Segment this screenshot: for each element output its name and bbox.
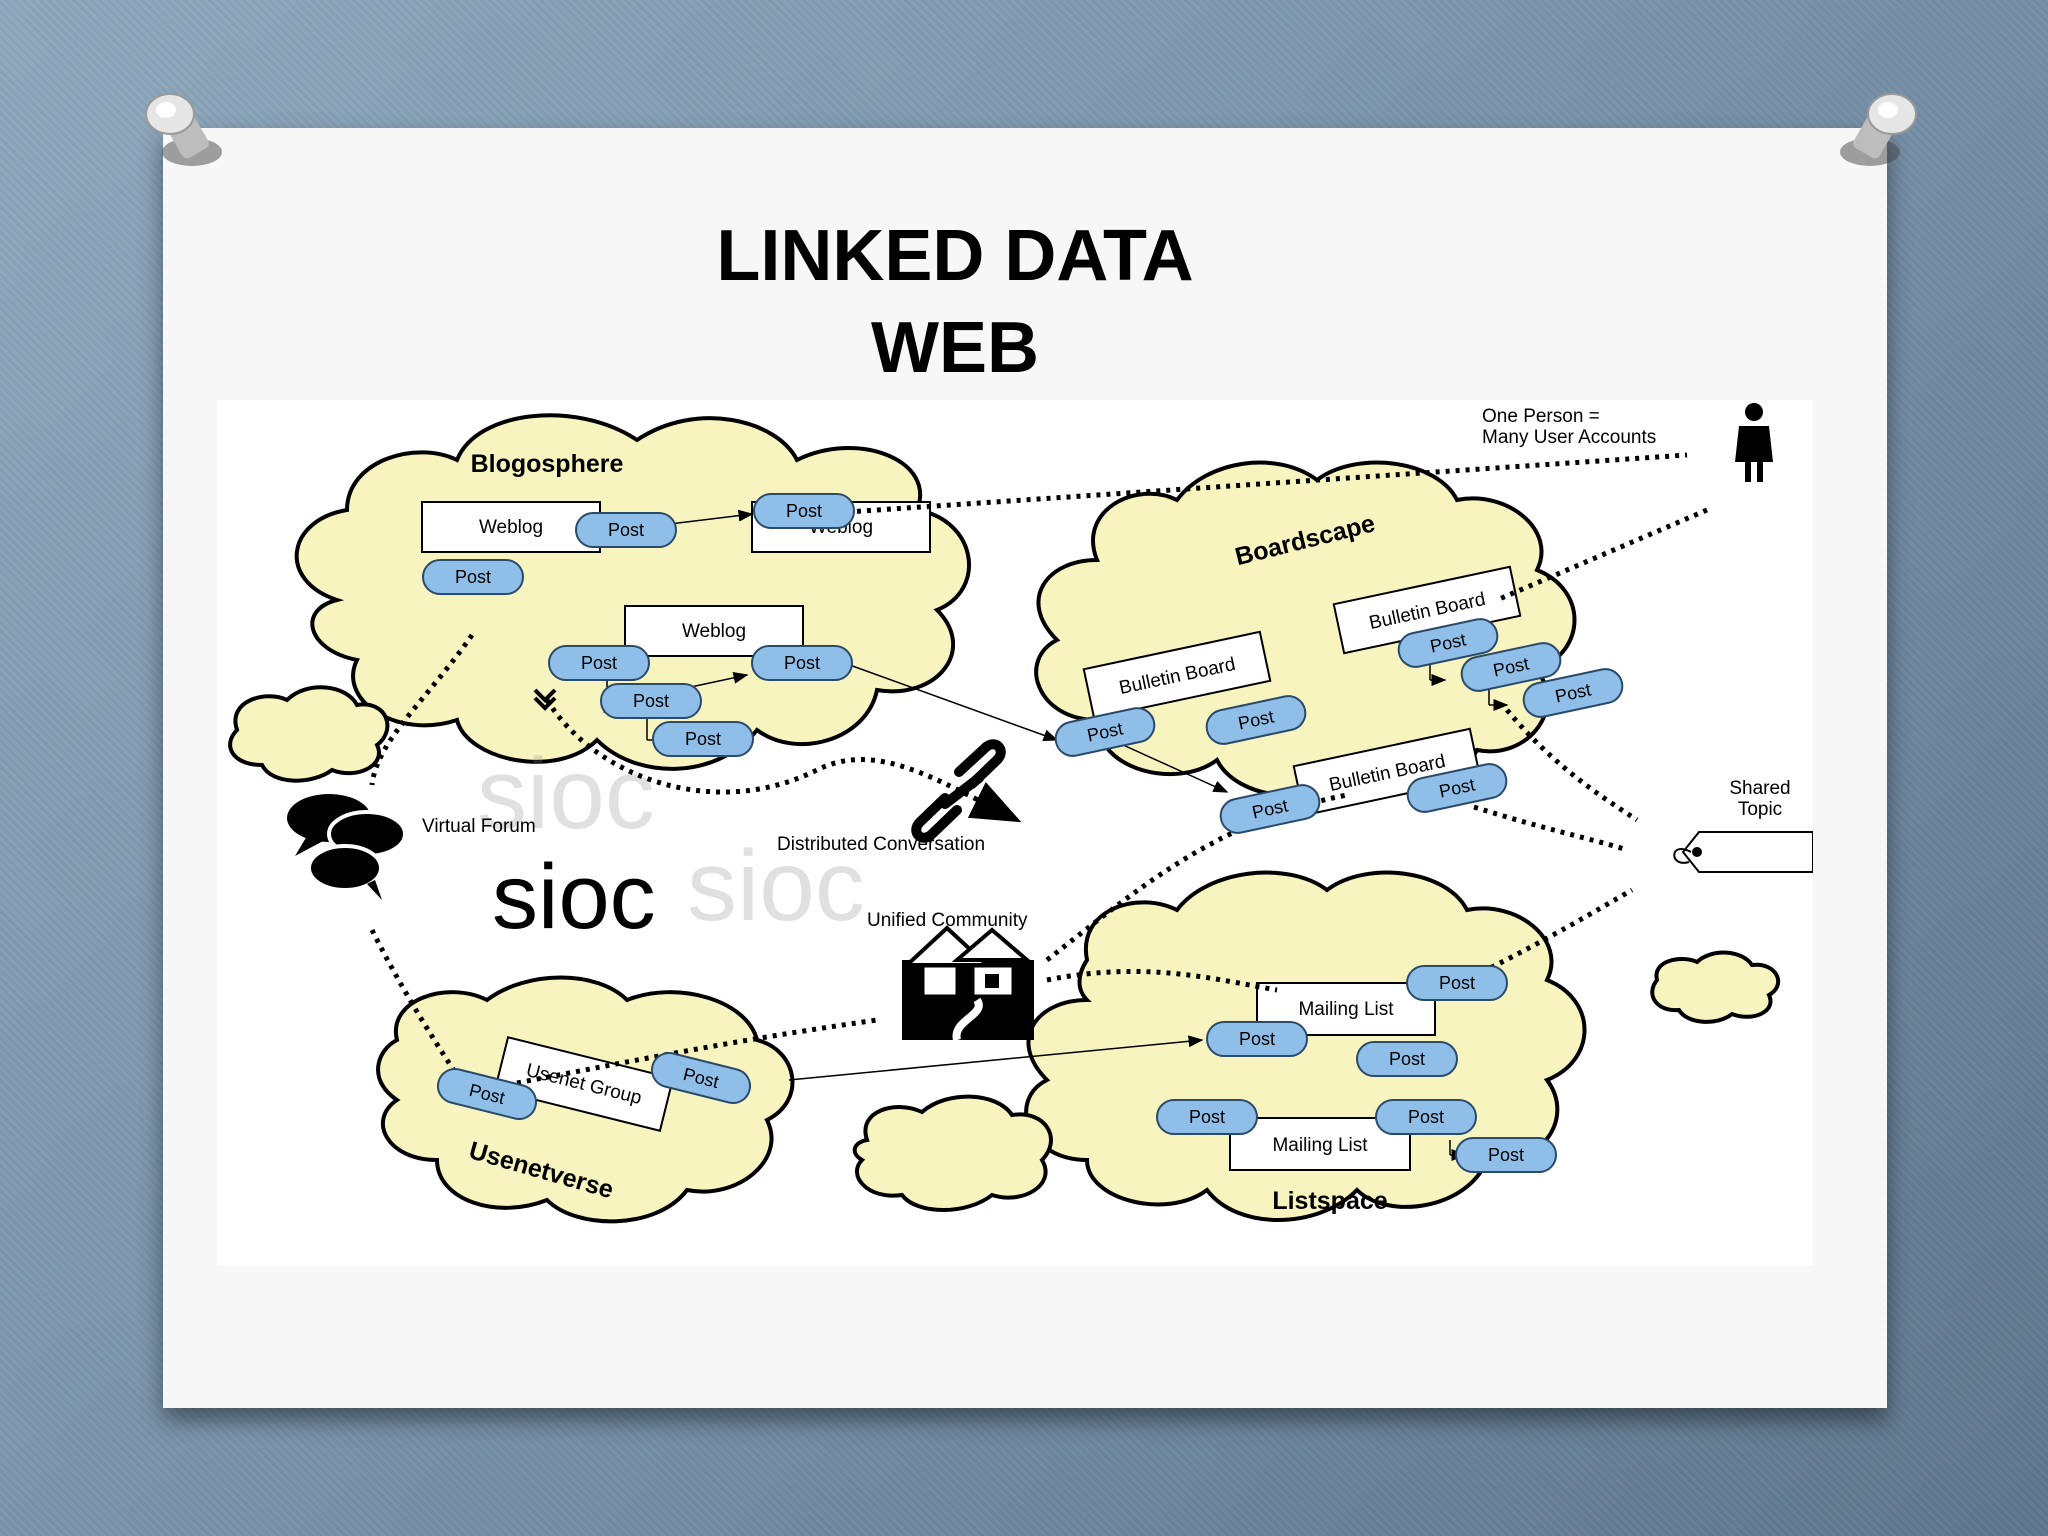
- post-list-4: Post: [1156, 1099, 1258, 1135]
- chat-bubbles-icon: [287, 794, 407, 900]
- listspace-label: Listspace: [1272, 1187, 1387, 1215]
- chain-link-icon: [911, 739, 1006, 843]
- weblog-box-3-label: Weblog: [682, 621, 746, 642]
- weblog-box-1-label: Weblog: [479, 517, 543, 538]
- post-list-3-label: Post: [1389, 1049, 1425, 1069]
- sioc-diagram: Blogosphere Boardscape Usenetverse Lists…: [217, 400, 1814, 1266]
- person-note-line-2: Many User Accounts: [1482, 427, 1656, 448]
- mailing-list-box-2: Mailing List: [1229, 1117, 1411, 1171]
- post-board-7: Post: [1406, 763, 1508, 813]
- post-board-6: Post: [1219, 784, 1321, 834]
- post-list-3: Post: [1356, 1041, 1458, 1077]
- post-list-6-label: Post: [1488, 1145, 1524, 1165]
- mailing-list-box-1-label: Mailing List: [1298, 999, 1394, 1020]
- small-cloud-left: [228, 685, 390, 783]
- post-list-5: Post: [1375, 1099, 1477, 1135]
- post-blog-2-label: Post: [786, 501, 822, 521]
- dotted-connections: [369, 452, 1708, 1086]
- diagram-canvas: Blogosphere Boardscape Usenetverse Lists…: [228, 403, 1814, 1224]
- small-cloud-right: [1650, 950, 1781, 1024]
- weblog-box-1: Weblog: [421, 501, 601, 553]
- sioc-faded-text-1: sioc: [477, 738, 655, 850]
- post-blog-3: Post: [422, 559, 524, 595]
- person-icon: [1735, 403, 1773, 482]
- pushpin-left: [145, 93, 222, 166]
- dotted-usenet-community: [516, 1017, 878, 1086]
- post-blog-5: Post: [751, 645, 853, 681]
- post-list-4-label: Post: [1189, 1107, 1225, 1127]
- post-list-2-label: Post: [1239, 1029, 1275, 1049]
- post-list-1: Post: [1406, 965, 1508, 1001]
- houses-icon: [901, 925, 1034, 1041]
- blogosphere-label: Blogosphere: [471, 450, 624, 478]
- post-blog-1-label: Post: [608, 520, 644, 540]
- post-blog-5-label: Post: [784, 653, 820, 673]
- post-usenet-2: Post: [650, 1052, 752, 1104]
- shared-topic-line-2: Topic: [1738, 799, 1782, 820]
- post-blog-4-label: Post: [581, 653, 617, 673]
- post-list-6: Post: [1455, 1137, 1557, 1173]
- bulletin-board-box-1: Bulletin Board: [1082, 630, 1272, 720]
- title-line-1: LINKED DATA: [716, 216, 1194, 296]
- posts: Post Post Post Post Post Post Post Post …: [422, 493, 1624, 1173]
- dotted-board-topic: [1505, 708, 1639, 823]
- post-board-3: Post: [1397, 618, 1499, 668]
- shared-topic-line-1: Shared: [1729, 778, 1790, 799]
- post-board-4: Post: [1460, 642, 1562, 692]
- title-line-2: WEB: [871, 308, 1039, 388]
- post-blog-2: Post: [753, 493, 855, 529]
- bulletin-board-box-3: Bulletin Board: [1292, 727, 1482, 817]
- post-board-1: Post: [1054, 707, 1156, 757]
- post-board-5: Post: [1522, 668, 1624, 718]
- post-blog-4: Post: [548, 645, 650, 681]
- unified-community-label: Unified Community: [867, 910, 1028, 931]
- dotted-board-topic-2: [1473, 804, 1628, 853]
- pushpin-right: [1840, 93, 1917, 166]
- post-blog-7-label: Post: [685, 729, 721, 749]
- weblog-box-3: Weblog: [624, 605, 804, 657]
- dotted-community-list: [1046, 968, 1278, 993]
- tag-icon: [1673, 831, 1814, 873]
- dotted-person-blog: [846, 452, 1688, 515]
- mailing-list-box-2-label: Mailing List: [1272, 1135, 1368, 1156]
- post-list-5-label: Post: [1408, 1107, 1444, 1127]
- sioc-logo-faded: sioc sioc: [477, 738, 865, 942]
- post-blog-1: Post: [575, 512, 677, 548]
- post-board-2: Post: [1205, 695, 1307, 745]
- virtual-forum-label: Virtual Forum: [422, 816, 536, 837]
- slide-title: LINKED DATA WEB: [0, 210, 1910, 394]
- post-list-1-label: Post: [1439, 973, 1475, 993]
- dotted-distributed-conversation: [544, 698, 1022, 823]
- post-blog-7: Post: [652, 721, 754, 757]
- usenet-group-box: Usenet Group: [493, 1036, 675, 1132]
- sioc-logo: sioc: [492, 846, 656, 948]
- small-cloud-bottom: [852, 1094, 1053, 1212]
- post-list-2: Post: [1206, 1021, 1308, 1057]
- sioc-faded-text-2: sioc: [687, 830, 865, 942]
- distributed-conversation-label: Distributed Conversation: [777, 834, 985, 855]
- dotted-person-board: [1496, 507, 1708, 603]
- post-usenet-1: Post: [436, 1068, 538, 1120]
- post-blog-3-label: Post: [455, 567, 491, 587]
- post-blog-6: Post: [600, 683, 702, 719]
- double-chevron-icon: [533, 688, 557, 711]
- post-blog-6-label: Post: [633, 691, 669, 711]
- person-note-line-1: One Person =: [1482, 406, 1600, 427]
